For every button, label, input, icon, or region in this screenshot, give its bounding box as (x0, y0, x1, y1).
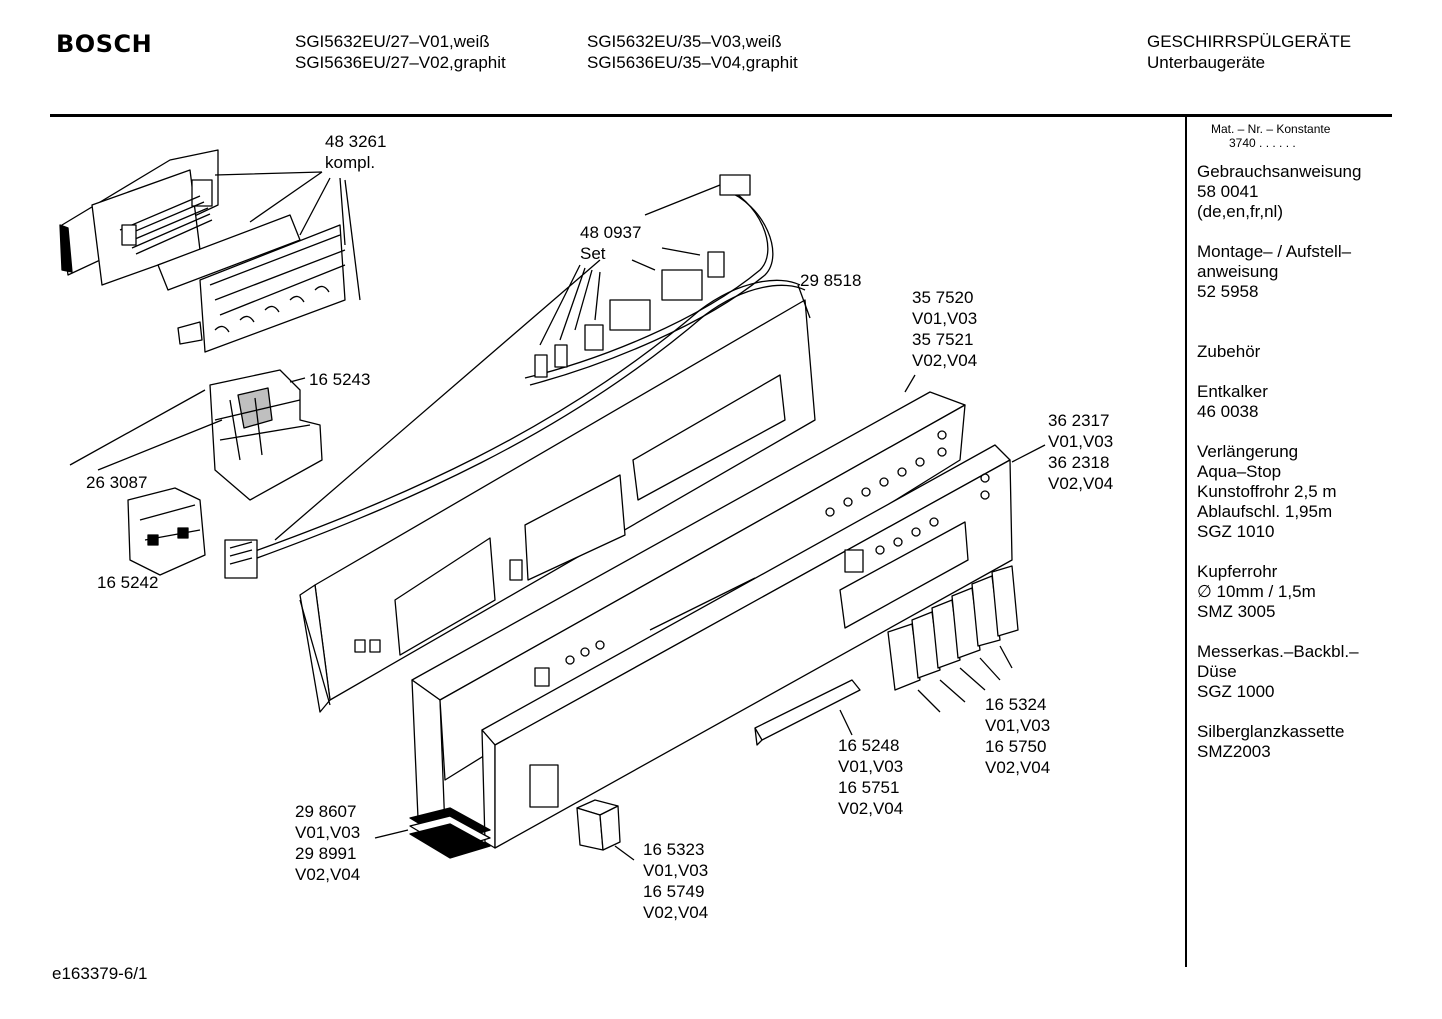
sidebar-divider (1185, 117, 1187, 967)
part-number: 16 5248 (838, 736, 900, 755)
part-label: 29 8607 V01,V03 29 8991 V02,V04 (295, 801, 360, 885)
cap-part (576, 799, 621, 851)
bar-part (754, 679, 861, 746)
leader-line (839, 709, 853, 736)
category-title: GESCHIRRSPÜLGERÄTE (1147, 32, 1352, 51)
part-number: 16 5751 (838, 778, 900, 797)
leader-line (214, 171, 361, 301)
part-label: 48 3261 kompl. (325, 131, 386, 173)
leader-line (69, 389, 223, 471)
model-list-1: SGI5632EU/27–V01,weiß SGI5636EU/27–V02,g… (295, 31, 506, 73)
leader-line (631, 184, 721, 271)
leader-line (374, 829, 409, 839)
part-number: 26 3087 (86, 473, 148, 492)
part-label: 16 5248 V01,V03 16 5751 V02,V04 (838, 735, 903, 819)
accessory-item: Zubehör (1197, 342, 1261, 361)
material-number-block: Mat. – Nr. – Konstante 3740 . . . . . . (1211, 122, 1330, 150)
accessory-item: Entkalker 46 0038 (1197, 382, 1268, 421)
part-number: 16 5750 (985, 737, 1047, 756)
part-variant: V02,V04 (838, 799, 904, 818)
leader-line (274, 259, 601, 541)
part-number: 29 8607 (295, 802, 357, 821)
accessory-item: Messerkas.–Backbl.– Düse SGZ 1000 (1197, 642, 1359, 701)
part-label: 35 7520 V01,V03 35 7521 V02,V04 (912, 287, 977, 371)
cable-set-part (224, 174, 806, 579)
part-variant: V01,V03 (912, 309, 978, 328)
part-number: 29 8518 (800, 271, 862, 290)
model-line: SGI5632EU/27–V01,weiß (295, 32, 490, 51)
part-label: 26 3087 (86, 472, 147, 493)
part-variant: V01,V03 (295, 823, 361, 842)
leader-line (917, 645, 1013, 713)
part-note: Set (580, 244, 606, 263)
part-variant: V02,V04 (912, 351, 978, 370)
exploded-view-drawing (59, 149, 1046, 861)
accessory-item: Silberglanzkassette SMZ2003 (1197, 722, 1345, 761)
model-line: SGI5632EU/35–V03,weiß (587, 32, 782, 51)
part-label: 48 0937 Set (580, 222, 641, 264)
accessory-item: Kupferrohr ∅ 10mm / 1,5m SMZ 3005 (1197, 562, 1316, 621)
part-label: 16 5323 V01,V03 16 5749 V02,V04 (643, 839, 708, 923)
model-list-2: SGI5632EU/35–V03,weiß SGI5636EU/35–V04,g… (587, 31, 798, 73)
part-number: 48 3261 (325, 132, 387, 151)
part-number: 35 7521 (912, 330, 974, 349)
part-label: 16 5242 (97, 572, 158, 593)
accessory-item: Verlängerung Aqua–Stop Kunstoffrohr 2,5 … (1197, 442, 1337, 541)
control-module-part (59, 149, 346, 353)
part-label: 29 8518 (800, 270, 861, 291)
material-number-title: Mat. – Nr. – Konstante (1211, 122, 1331, 136)
part-number: 35 7520 (912, 288, 974, 307)
leader-line (1011, 444, 1046, 463)
part-number: 48 0937 (580, 223, 642, 242)
leader-line (904, 374, 916, 393)
button-set-part (887, 565, 1019, 691)
part-variant: V02,V04 (1048, 474, 1114, 493)
part-number: 16 5323 (643, 840, 705, 859)
part-number: 16 5749 (643, 882, 705, 901)
drawing-id: e163379-6/1 (52, 964, 148, 983)
accessory-item: Montage– / Aufstell– anweisung 52 5958 (1197, 242, 1352, 301)
part-number: 16 5324 (985, 695, 1047, 714)
accessory-item: Gebrauchsanweisung 58 0041 (de,en,fr,nl) (1197, 162, 1362, 221)
part-number: 16 5242 (97, 573, 159, 592)
part-label: 16 5243 (309, 369, 370, 390)
inner-frame-part (299, 299, 816, 713)
part-number: 36 2318 (1048, 453, 1110, 472)
category-block: GESCHIRRSPÜLGERÄTE Unterbaugeräte (1147, 31, 1351, 73)
part-label: 16 5324 V01,V03 16 5750 V02,V04 (985, 694, 1050, 778)
part-variant: V02,V04 (985, 758, 1051, 777)
stacked-part (409, 807, 491, 859)
leader-line (289, 377, 306, 383)
material-number-value: 3740 . . . . . . (1229, 136, 1296, 150)
part-note: kompl. (325, 153, 376, 172)
front-panel-part (481, 444, 1013, 849)
subcategory-title: Unterbaugeräte (1147, 53, 1266, 72)
model-line: SGI5636EU/35–V04,graphit (587, 53, 798, 72)
leader-line (614, 845, 635, 861)
leader-line (797, 284, 811, 319)
part-variant: V01,V03 (985, 716, 1051, 735)
part-variant: V02,V04 (643, 903, 709, 922)
part-number: 16 5243 (309, 370, 371, 389)
part-variant: V01,V03 (838, 757, 904, 776)
part-number: 29 8991 (295, 844, 357, 863)
door-lock-part (209, 369, 323, 501)
part-number: 36 2317 (1048, 411, 1110, 430)
accessory-list: Gebrauchsanweisung 58 0041 (de,en,fr,nl)… (1197, 162, 1361, 782)
model-line: SGI5636EU/27–V02,graphit (295, 53, 506, 72)
part-variant: V01,V03 (643, 861, 709, 880)
brand-logo: BOSCH (56, 30, 153, 58)
switch-part (127, 487, 206, 576)
part-variant: V02,V04 (295, 865, 361, 884)
part-label: 36 2317 V01,V03 36 2318 V02,V04 (1048, 410, 1113, 494)
part-variant: V01,V03 (1048, 432, 1114, 451)
header-divider (50, 114, 1392, 117)
